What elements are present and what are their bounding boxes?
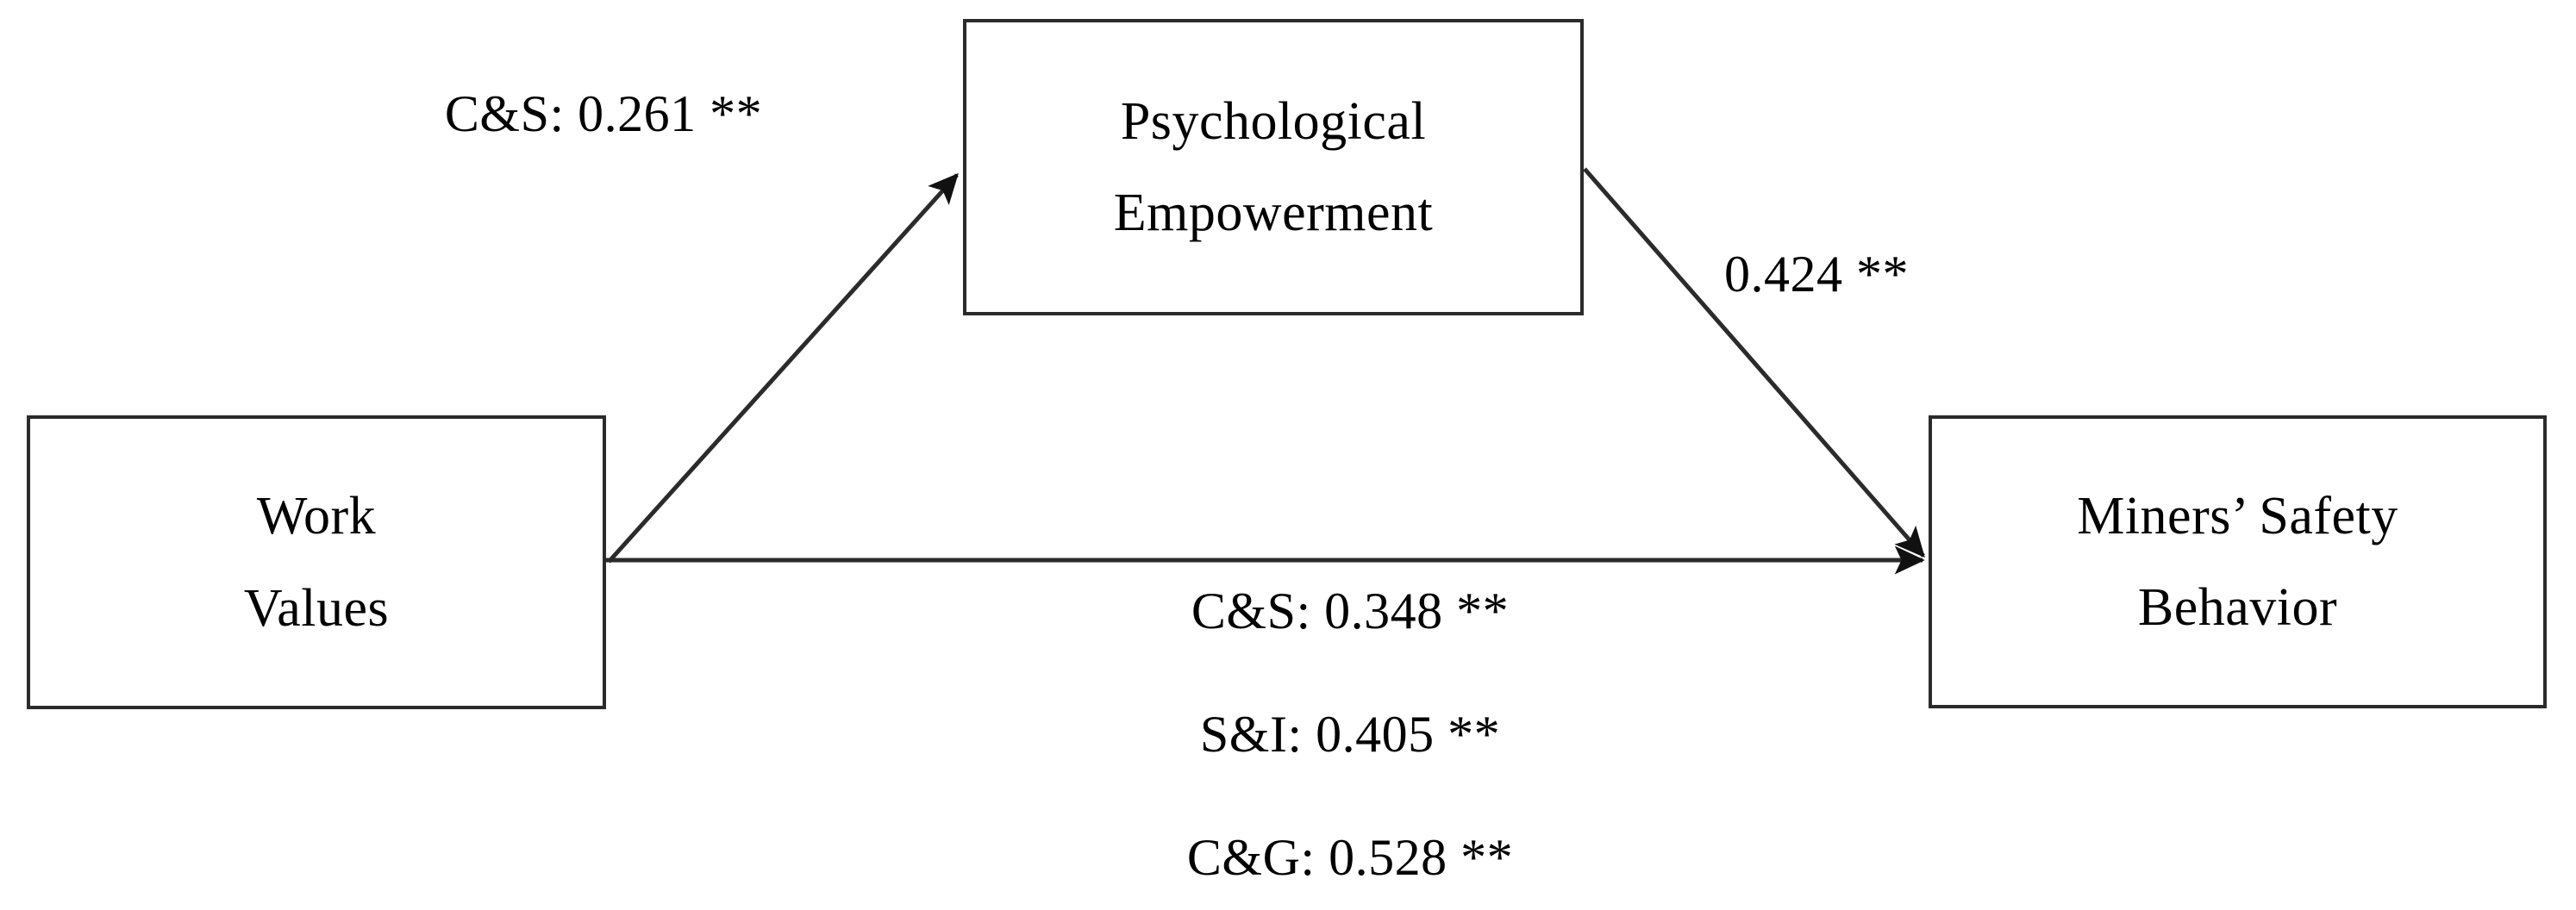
edge-work-values-to-psychological-empowerment (607, 172, 959, 564)
node-miners-safety-behavior-line-1: Miners’ Safety (2077, 486, 2398, 545)
edge-label-work-values-to-miners-safety-behavior-si: S&I: 0.405 ** (1199, 706, 1501, 763)
edge-psychological-empowerment-to-miners-safety-behavior (1583, 167, 1925, 558)
node-work-values[interactable]: Work Values (27, 415, 606, 709)
node-work-values-line-2: Values (243, 578, 390, 638)
edge-label-psychological-empowerment-to-miners-safety-behavior: 0.424 ** (1724, 246, 1909, 302)
node-psychological-empowerment-line-1: Psychological (1120, 91, 1427, 151)
node-miners-safety-behavior[interactable]: Miners’ Safety Behavior (1929, 415, 2547, 708)
node-miners-safety-behavior-line-2: Behavior (2137, 578, 2338, 637)
node-work-values-line-1: Work (256, 487, 377, 546)
node-psychological-empowerment-line-2: Empowerment (1113, 184, 1434, 242)
edge-label-work-values-to-miners-safety-behavior-cg: C&G: 0.528 ** (1186, 829, 1514, 886)
edge-label-work-values-to-psychological-empowerment: C&S: 0.261 ** (444, 85, 763, 142)
node-psychological-empowerment[interactable]: Psychological Empowerment (963, 19, 1584, 315)
edge-label-work-values-to-miners-safety-behavior-cs: C&S: 0.348 ** (1191, 583, 1510, 639)
